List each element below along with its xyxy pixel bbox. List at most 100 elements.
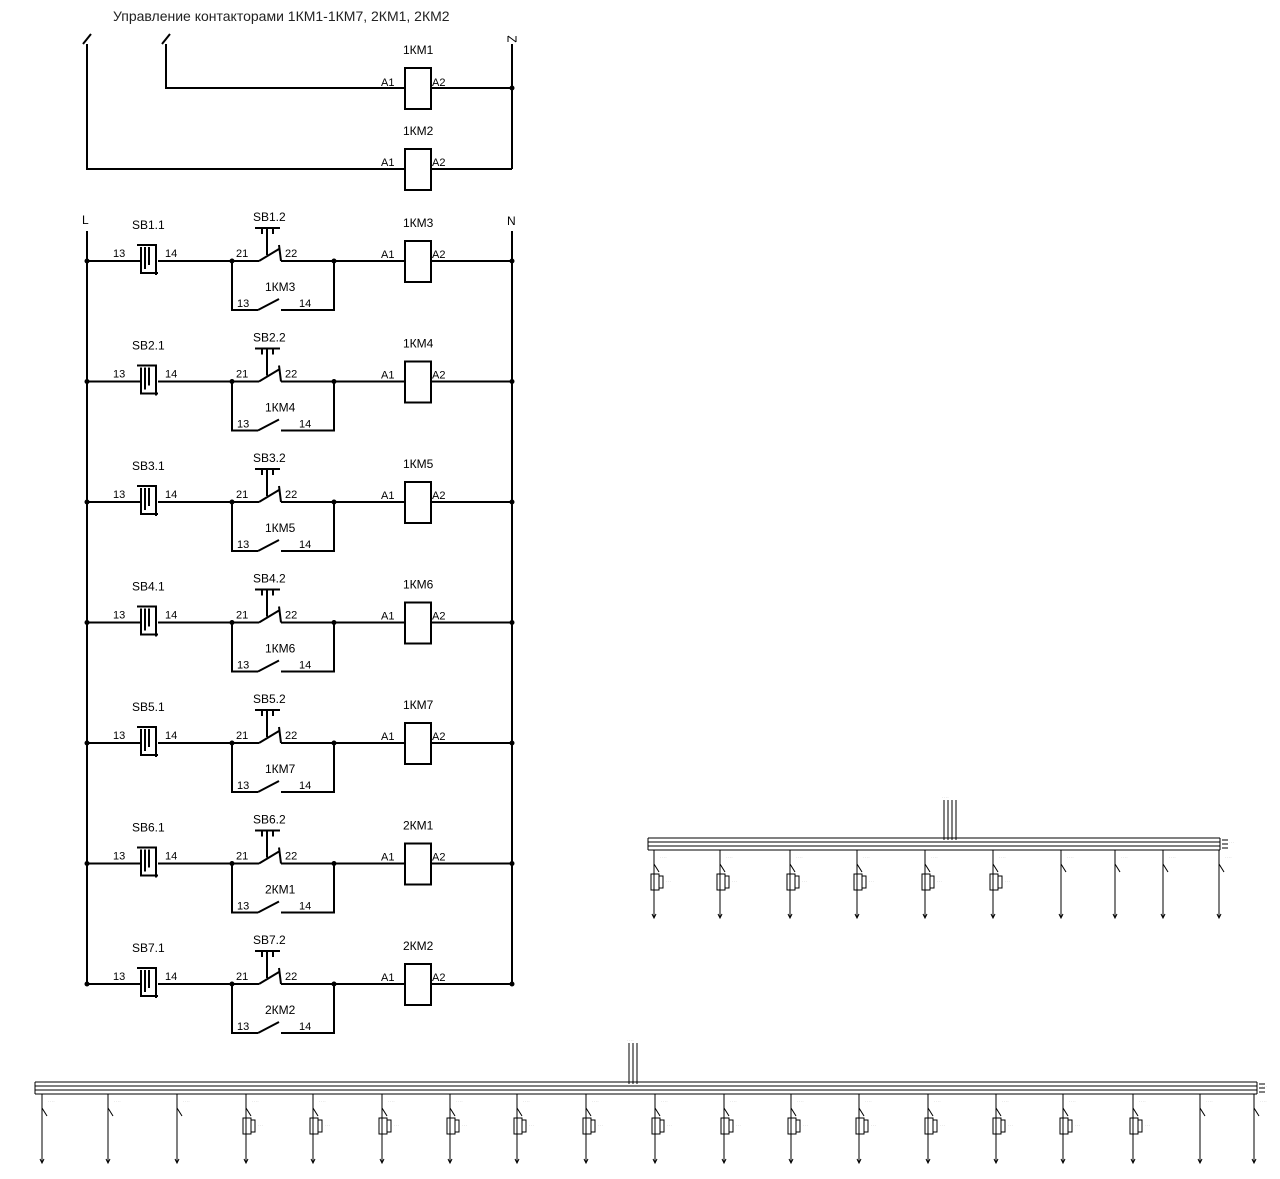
feeder-branch: · · · ·· · · [787, 1094, 808, 1165]
pin-14: 14 [165, 851, 177, 863]
branch-tag: · · · [732, 879, 737, 883]
coil-label: 2КМ1 [403, 819, 434, 833]
pin-a2: A2 [432, 157, 445, 169]
pin-13: 13 [113, 248, 125, 260]
stop-button [255, 227, 282, 262]
branch-tag: · · · · [999, 855, 1006, 859]
junction-dot [331, 258, 337, 264]
coil [404, 963, 432, 1006]
feeder-branch: · · · · [39, 1094, 55, 1165]
stop-button-label: SB3.2 [253, 451, 286, 465]
feeder-branch: · · · · · · · [989, 850, 1010, 920]
junction-dot [229, 740, 235, 746]
junction-dot [84, 499, 90, 505]
pin-21: 21 [236, 489, 248, 501]
junction-dot [229, 981, 235, 987]
junction-dot [509, 620, 515, 625]
start-button-label: SB5.1 [132, 700, 165, 714]
feeder-branch: · · · ·· · · [853, 850, 874, 920]
coil-label: 1КМ6 [403, 578, 434, 592]
coil [404, 240, 432, 283]
holding-contact-label: 1КМ3 [265, 280, 296, 294]
feeder-branch: · · · · · · · [786, 850, 807, 920]
pin-22: 22 [285, 851, 297, 863]
junction-dot [229, 620, 235, 625]
branch-tag: · · · · [1069, 1099, 1076, 1103]
junction-dot [331, 861, 337, 866]
pin-22: 22 [285, 730, 297, 742]
branch-tag: · · · · [1002, 1099, 1009, 1103]
pin-14: 14 [299, 780, 311, 792]
feeder-branch: · · · · [1160, 850, 1176, 920]
feeder-branch: · · · ·· · · [446, 1094, 467, 1165]
top-supply-section: 1КМ1 1КМ2 A1 A2 A1 A2 [82, 33, 517, 191]
feeder-branch: · · · ·· · · [513, 1094, 534, 1165]
branch-tag: · · · · [592, 1099, 599, 1103]
pin-22: 22 [285, 369, 297, 381]
pin-a2: A2 [432, 731, 445, 743]
branch-tag: · · · · [1206, 1099, 1213, 1103]
svg-text:· · · ·: · · · · [942, 795, 949, 799]
holding-contact [257, 780, 280, 793]
junction-dot [84, 740, 90, 746]
branch-tag: · · · [802, 879, 807, 883]
pin-a2: A2 [432, 611, 445, 623]
junction-dot [229, 379, 235, 384]
pin-a2: A2 [432, 972, 445, 984]
holding-contact [257, 659, 280, 673]
pin-14: 14 [165, 489, 177, 501]
branch-tag: · · · · [796, 855, 803, 859]
feeder-branch: · · · ·· · · [651, 1094, 672, 1165]
coil [404, 481, 432, 524]
start-button [137, 967, 158, 998]
junction-dot [509, 499, 515, 505]
start-button [137, 605, 158, 637]
coil [404, 842, 432, 886]
holding-contact-label: 2КМ1 [265, 883, 296, 897]
junction-dot [509, 981, 515, 987]
pin-22: 22 [285, 610, 297, 622]
branch-tag: · · · [1005, 879, 1010, 883]
diagram-title: Управление контакторами 1КМ1-1КМ7, 2КМ1,… [113, 8, 450, 24]
feeder-branch: · · · ·· · · [1129, 1094, 1150, 1165]
pin-22: 22 [285, 248, 297, 260]
stop-button-label: SB6.2 [253, 813, 286, 827]
pin-13: 13 [237, 1021, 249, 1033]
holding-contact-label: 1КМ4 [265, 401, 296, 415]
branch-tag: · · · · [252, 1099, 259, 1103]
pin-a1: A1 [381, 731, 394, 743]
holding-contact-label: 1КМ5 [265, 521, 296, 535]
branch-tag: · · · · [1169, 855, 1176, 859]
junction-dot [331, 981, 337, 987]
branch-tag: · · · · [730, 1099, 737, 1103]
coil-1km2 [404, 148, 432, 191]
start-button [137, 485, 158, 516]
holding-contact [257, 298, 280, 311]
branch-tag: · · · [803, 1123, 808, 1127]
svg-text:· · ·: · · · [1229, 840, 1234, 844]
coil-label: 1КМ7 [403, 698, 434, 712]
start-button [137, 726, 158, 757]
pin-21: 21 [236, 248, 248, 260]
stop-button [255, 588, 282, 624]
coil [404, 601, 432, 645]
stop-button-label: SB1.2 [253, 210, 286, 224]
pin-13: 13 [237, 901, 249, 913]
branch-tag: · · · · [183, 1099, 190, 1103]
junction-dot [84, 861, 90, 866]
pin-13: 13 [113, 369, 125, 381]
feeder-branch: · · · · [1112, 850, 1128, 920]
branch-tag: · · · · [934, 1099, 941, 1103]
pin-14: 14 [299, 419, 311, 431]
pin-a1: A1 [381, 249, 394, 261]
pin-13: 13 [113, 489, 125, 501]
pin-13: 13 [237, 298, 249, 310]
holding-contact-label: 1КМ6 [265, 642, 296, 656]
coil-label: 1КМ4 [403, 337, 434, 351]
pin-a1: A1 [381, 77, 394, 89]
junction-dot [509, 379, 515, 384]
junction-dot [331, 499, 337, 505]
